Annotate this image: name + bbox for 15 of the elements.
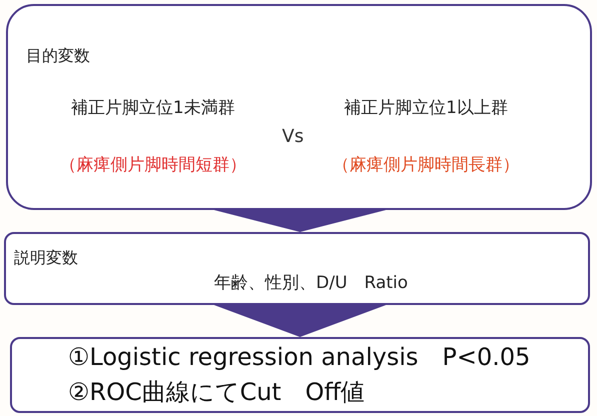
arrow <box>214 305 386 337</box>
group-label: 補正片脚立位1以上群 <box>344 97 508 119</box>
section-heading: 目的変数 <box>26 46 90 67</box>
arrow <box>214 210 386 232</box>
group-note: （麻痺側片脚時間長群） <box>332 154 520 176</box>
analysis-box <box>10 337 590 413</box>
variable-list: 年齢、性別、D/U Ratio <box>214 271 408 294</box>
explanatory-variable-box <box>4 232 590 305</box>
section-heading: 説明変数 <box>14 248 78 269</box>
analysis-step: ①Logistic regression analysis P<0.05 <box>68 341 530 373</box>
versus-label: Vs <box>282 126 304 147</box>
analysis-step: ②ROC曲線にてCut Off値 <box>68 376 365 408</box>
group-note: （麻痺側片脚時間短群） <box>60 154 246 176</box>
target-variable-box <box>6 4 592 210</box>
group-label: 補正片脚立位1未満群 <box>71 97 235 119</box>
